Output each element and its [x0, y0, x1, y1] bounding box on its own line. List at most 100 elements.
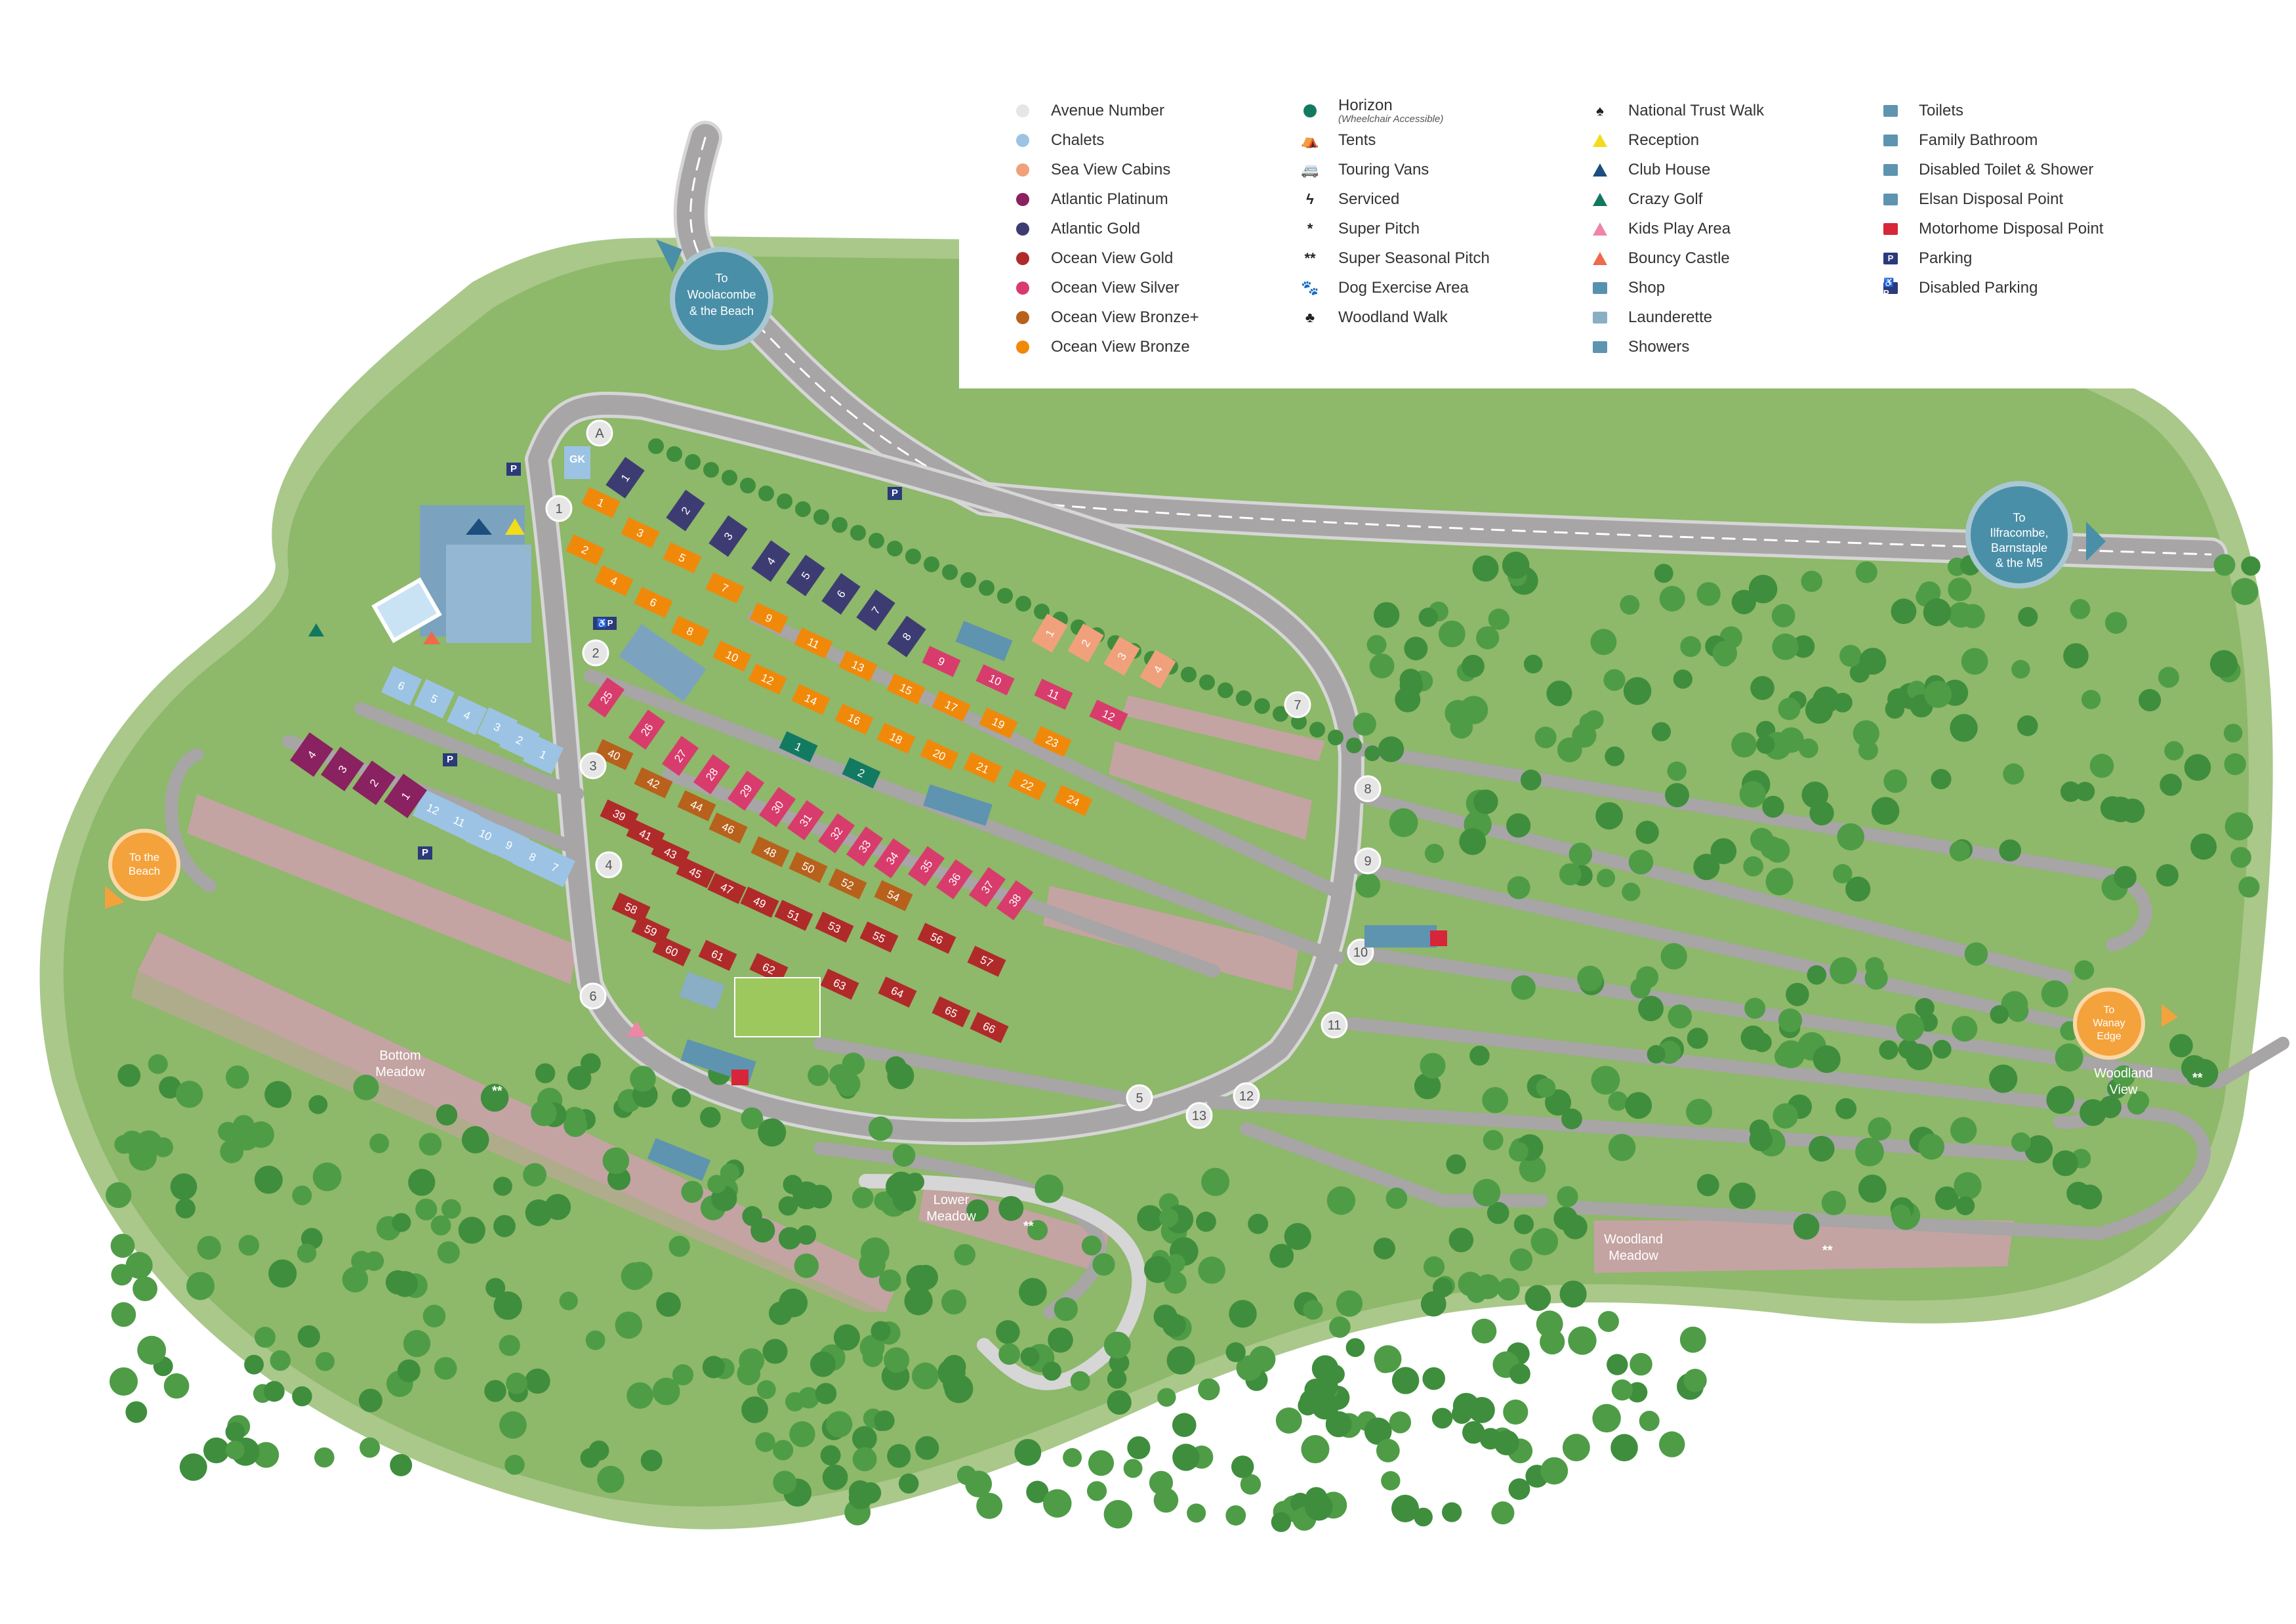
tree-icon — [506, 1372, 527, 1394]
accommodation-unit[interactable]: 40 — [594, 739, 634, 770]
accommodation-unit[interactable]: 51 — [774, 900, 813, 931]
accommodation-unit[interactable]: 7 — [856, 589, 895, 631]
accommodation-unit[interactable]: 30 — [758, 787, 796, 827]
accommodation-unit[interactable]: 16 — [834, 703, 874, 735]
accommodation-unit[interactable]: 27 — [661, 736, 699, 776]
accommodation-unit[interactable]: 15 — [886, 673, 926, 705]
accommodation-unit[interactable]: 64 — [878, 976, 917, 1008]
accommodation-unit[interactable]: 41 — [626, 819, 665, 850]
accommodation-unit[interactable]: 57 — [967, 946, 1006, 977]
accommodation-unit[interactable]: 39 — [600, 799, 639, 831]
accommodation-unit[interactable]: 5 — [786, 554, 825, 596]
accommodation-unit[interactable]: 60 — [652, 935, 691, 967]
accommodation-unit[interactable]: 49 — [740, 886, 779, 918]
accommodation-unit[interactable]: 8 — [670, 615, 710, 647]
accommodation-unit[interactable]: 35 — [907, 846, 945, 886]
accommodation-unit[interactable]: 1 — [605, 457, 645, 499]
accommodation-unit[interactable]: 11 — [794, 627, 833, 659]
accommodation-unit[interactable]: 1 — [522, 734, 564, 775]
accommodation-unit[interactable]: 1 — [779, 731, 818, 762]
accommodation-unit[interactable]: 7 — [705, 572, 745, 604]
accommodation-unit[interactable]: 4 — [446, 695, 488, 736]
accommodation-unit[interactable]: 1 — [1031, 614, 1068, 653]
direction-ilfracombe[interactable]: To Ilfracombe, Barnstaple & the M5 — [1965, 481, 2106, 589]
accommodation-unit[interactable]: 4 — [290, 732, 333, 777]
accommodation-unit[interactable]: 61 — [698, 940, 737, 971]
accommodation-unit[interactable]: 36 — [935, 859, 974, 900]
accommodation-unit[interactable]: 43 — [651, 837, 690, 869]
accommodation-unit[interactable]: 2 — [565, 534, 605, 566]
tree-icon — [1739, 781, 1766, 808]
accommodation-unit[interactable]: 4 — [594, 565, 634, 596]
accommodation-unit[interactable]: 2 — [666, 489, 705, 531]
accommodation-unit[interactable]: 45 — [676, 857, 715, 888]
accommodation-unit[interactable]: 54 — [874, 880, 913, 911]
accommodation-unit[interactable]: 46 — [708, 812, 748, 844]
accommodation-unit[interactable]: 56 — [917, 923, 956, 954]
accommodation-unit[interactable]: 55 — [859, 921, 899, 953]
accommodation-unit[interactable]: 10 — [975, 664, 1015, 696]
accommodation-unit[interactable]: 9 — [749, 602, 789, 634]
accommodation-unit[interactable]: 11 — [1034, 678, 1073, 710]
accommodation-unit[interactable]: 37 — [968, 867, 1006, 907]
accommodation-unit[interactable]: 50 — [789, 852, 828, 883]
accommodation-unit[interactable]: 32 — [817, 813, 855, 854]
accommodation-unit[interactable]: 4 — [1139, 650, 1176, 689]
accommodation-unit[interactable]: 62 — [749, 953, 789, 984]
direction-wanay[interactable]: To Wanay Edge — [2073, 988, 2178, 1060]
accommodation-unit[interactable]: 4 — [751, 540, 790, 582]
accommodation-unit[interactable]: 17 — [932, 690, 971, 722]
accommodation-unit[interactable]: 9 — [922, 646, 961, 677]
accommodation-unit[interactable]: 29 — [727, 770, 765, 811]
accommodation-unit[interactable]: 25 — [587, 677, 625, 718]
tree-icon — [186, 1272, 215, 1301]
accommodation-unit[interactable]: 18 — [876, 722, 916, 754]
direction-woolacombe[interactable]: To Woolacombe & the Beach — [656, 239, 773, 350]
accommodation-unit[interactable]: 3 — [1103, 636, 1140, 676]
accommodation-unit[interactable]: 10 — [712, 640, 752, 672]
accommodation-unit[interactable]: 5 — [663, 542, 702, 573]
accommodation-unit[interactable]: 19 — [979, 707, 1018, 739]
accommodation-unit[interactable]: 34 — [873, 838, 911, 879]
accommodation-unit[interactable]: 11 — [438, 801, 480, 842]
accommodation-unit[interactable]: 2 — [1067, 623, 1104, 663]
accommodation-unit[interactable]: 6 — [821, 573, 861, 615]
direction-beach[interactable]: To the Beach — [105, 829, 180, 909]
accommodation-unit[interactable]: 3 — [321, 747, 364, 791]
accommodation-unit[interactable]: 2 — [352, 760, 396, 805]
accommodation-unit[interactable]: 23 — [1033, 726, 1072, 757]
accommodation-unit[interactable]: 66 — [970, 1012, 1009, 1043]
accommodation-unit[interactable]: 42 — [634, 767, 673, 799]
accommodation-unit[interactable]: 13 — [838, 650, 878, 682]
accommodation-unit[interactable]: 28 — [693, 754, 731, 795]
accommodation-unit[interactable]: 24 — [1054, 785, 1093, 816]
accommodation-unit[interactable]: 65 — [932, 996, 971, 1028]
accommodation-unit[interactable]: 52 — [828, 868, 867, 900]
accommodation-unit[interactable]: 5 — [413, 678, 455, 719]
accommodation-unit[interactable]: 53 — [815, 911, 854, 943]
accommodation-unit[interactable]: 20 — [920, 739, 959, 770]
accommodation-unit[interactable]: 8 — [887, 615, 926, 657]
accommodation-unit[interactable]: 6 — [380, 665, 422, 706]
accommodation-unit[interactable]: 44 — [677, 790, 716, 822]
accommodation-unit[interactable]: 26 — [628, 709, 666, 750]
accommodation-unit[interactable]: 3 — [621, 517, 660, 549]
accommodation-unit[interactable]: 33 — [846, 826, 884, 867]
accommodation-unit[interactable]: 47 — [707, 873, 747, 904]
accommodation-unit[interactable]: 7 — [534, 847, 576, 888]
accommodation-unit[interactable]: 1 — [384, 774, 427, 818]
accommodation-unit[interactable]: 3 — [708, 515, 748, 557]
accommodation-unit[interactable]: 12 — [748, 663, 787, 695]
accommodation-unit[interactable]: 63 — [820, 968, 859, 1000]
accommodation-unit[interactable]: 48 — [750, 836, 790, 867]
accommodation-unit[interactable]: 21 — [963, 752, 1002, 783]
tree-icon — [2081, 690, 2101, 709]
accommodation-unit[interactable]: 22 — [1008, 769, 1047, 801]
accommodation-unit[interactable]: 38 — [996, 880, 1034, 921]
accommodation-unit[interactable]: 1 — [581, 487, 621, 518]
accommodation-unit[interactable]: 31 — [787, 800, 825, 841]
accommodation-unit[interactable]: 12 — [1089, 699, 1128, 731]
accommodation-unit[interactable]: 2 — [842, 757, 881, 789]
accommodation-unit[interactable]: 6 — [634, 587, 673, 618]
accommodation-unit[interactable]: 14 — [791, 684, 830, 715]
